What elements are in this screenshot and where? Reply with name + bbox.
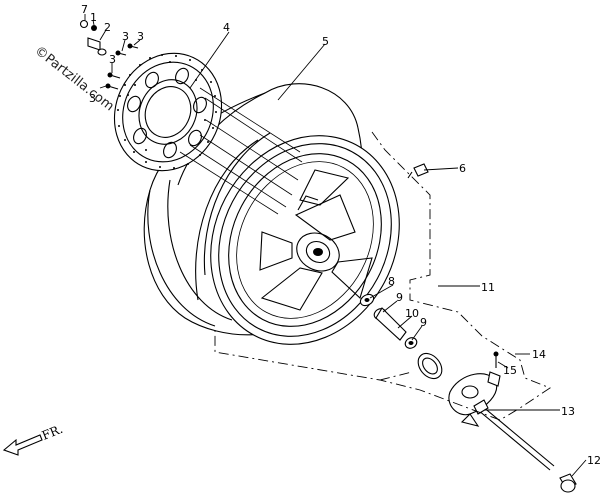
- callout-1: 1: [90, 11, 97, 24]
- disc-bolts: [79, 19, 139, 90]
- callout-12: 12: [587, 454, 601, 467]
- callout-8: 8: [388, 275, 395, 288]
- callout-15: 15: [503, 364, 517, 377]
- assembly-boundary: [214, 131, 551, 421]
- front-direction-arrow: FR.: [2, 422, 65, 456]
- callout-2: 2: [104, 21, 111, 34]
- callout-5: 5: [322, 35, 329, 48]
- callout-labels: 7 1 2 3 3 3 3 4 5 6 8 9 10 9 11 14 15 13…: [81, 3, 601, 467]
- callout-3: 3: [137, 30, 144, 43]
- callout-6: 6: [459, 162, 466, 175]
- axle-nut: [559, 473, 577, 493]
- callout-9: 9: [396, 291, 403, 304]
- callout-7: 7: [81, 3, 88, 16]
- assembly-boundary-2: [379, 371, 413, 381]
- callout-3: 3: [89, 92, 96, 105]
- valve-stem: [407, 163, 429, 179]
- rim: [195, 132, 400, 345]
- axle: [473, 399, 555, 471]
- leader-lines: [84, 14, 587, 477]
- callout-4: 4: [223, 21, 230, 34]
- callout-11: 11: [481, 281, 495, 294]
- assembly-lines: [179, 87, 303, 215]
- front-direction-label: FR.: [40, 422, 65, 443]
- callout-3: 3: [109, 53, 116, 66]
- callout-3: 3: [122, 30, 129, 43]
- callout-9: 9: [420, 316, 427, 329]
- callout-14: 14: [532, 348, 546, 361]
- brake-disc: [113, 52, 223, 172]
- bearings-and-spacer: [359, 293, 418, 349]
- callout-10: 10: [405, 307, 419, 320]
- oil-seal: [417, 352, 443, 380]
- callout-13: 13: [561, 405, 575, 418]
